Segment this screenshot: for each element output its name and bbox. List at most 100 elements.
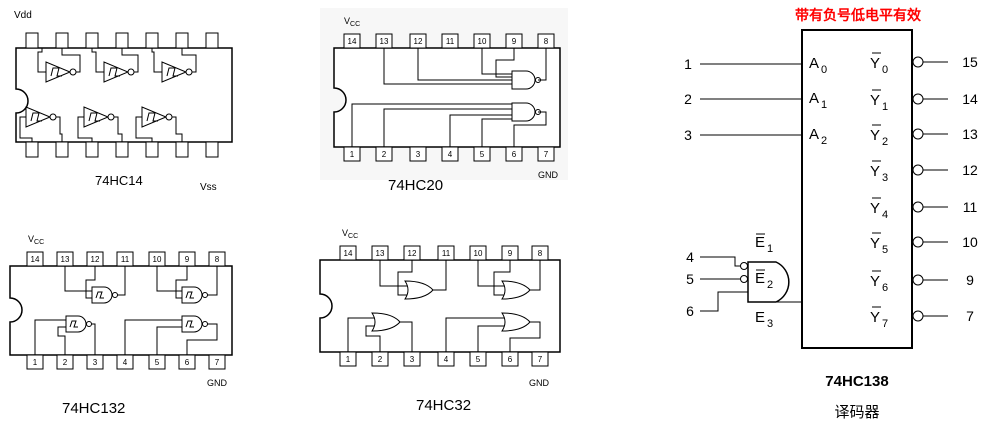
pin-box <box>145 32 159 49</box>
output-pin-number: 15 <box>962 54 978 70</box>
wire <box>477 260 504 287</box>
chip-74hc14: Vdd Vss 74HC14 <box>14 10 233 193</box>
input-label-main: A <box>809 90 819 107</box>
output-pin-number: 13 <box>962 126 978 142</box>
wire <box>85 266 96 299</box>
pin-number: 4 <box>123 358 128 367</box>
wire-output <box>61 48 81 73</box>
vcc-label: VCC <box>344 16 360 28</box>
pin-number: 11 <box>442 249 451 258</box>
output-pin-number: 10 <box>962 234 978 250</box>
input-label-main: A <box>809 126 819 143</box>
enable-label-sub: 2 <box>767 279 773 291</box>
inverter-bubble <box>69 68 77 76</box>
wire <box>493 260 511 296</box>
wire <box>351 103 512 147</box>
pin-number: 7 <box>215 358 220 367</box>
wire-input <box>77 116 93 142</box>
pin-number: 1 <box>33 358 38 367</box>
pin-box <box>25 32 39 49</box>
wire <box>57 326 66 355</box>
wire <box>365 325 381 352</box>
output-label-main: Y <box>870 235 880 252</box>
pin-number: 12 <box>91 255 100 264</box>
inverter-bubble <box>127 68 135 76</box>
pin-number: 10 <box>153 255 162 264</box>
nand-body <box>181 286 203 304</box>
gnd-label: GND <box>538 170 559 180</box>
hysteresis-symbol <box>185 320 194 328</box>
input-label-sub: 0 <box>821 64 827 76</box>
output-bubble <box>912 93 924 105</box>
wire-input <box>37 48 46 73</box>
output-pin-number: 14 <box>962 91 978 107</box>
wire <box>481 118 512 147</box>
pin-number: 14 <box>348 37 357 46</box>
nand-bubble <box>202 292 208 298</box>
pin-number: 3 <box>416 150 421 159</box>
wire <box>124 319 182 355</box>
chip-name-74hc20: 74HC20 <box>388 177 443 194</box>
or-body <box>501 312 531 332</box>
wire <box>400 321 413 352</box>
output-label-main: Y <box>870 163 880 180</box>
output-label-sub: 2 <box>882 136 888 148</box>
vcc-label: VCC <box>28 234 44 246</box>
wire <box>445 317 504 352</box>
active-low-caption: 带有负号低电平有效 <box>795 7 922 23</box>
pin-number: 6 <box>185 358 190 367</box>
pin-number: 1 <box>350 150 355 159</box>
input-label-sub: 1 <box>821 99 827 111</box>
chip-body-74hc132 <box>9 265 233 356</box>
wire <box>433 260 447 291</box>
output-label-sub: 4 <box>882 209 888 221</box>
wire <box>530 260 541 291</box>
enable-label-sub: 1 <box>767 243 773 255</box>
enable-pin-number: 4 <box>686 249 694 265</box>
output-bubble <box>912 236 924 248</box>
pin-box <box>531 351 549 367</box>
decoder-subtitle: 译码器 <box>834 404 879 421</box>
pin-number: 6 <box>512 150 517 159</box>
enable-label-sub: 3 <box>767 318 773 330</box>
output-pin-number: 12 <box>962 162 978 178</box>
pin-box <box>55 141 69 158</box>
output-label-main: Y <box>870 273 880 290</box>
pin-number: 10 <box>474 249 483 258</box>
pin-number: 9 <box>512 37 517 46</box>
nand-body <box>181 315 203 333</box>
enable-bubble <box>740 275 748 283</box>
hysteresis-symbol <box>146 112 158 122</box>
pin-number: 8 <box>538 249 543 258</box>
wire-output <box>181 48 197 73</box>
pin-box <box>85 141 99 158</box>
pin-number: 4 <box>448 150 453 159</box>
wire <box>397 260 413 296</box>
pin-number: 12 <box>414 37 423 46</box>
enable-pin-number: 6 <box>686 303 694 319</box>
pin-number: 11 <box>121 255 130 264</box>
pin-number: 3 <box>93 358 98 367</box>
nand-bubble <box>202 321 208 327</box>
pin-number: 12 <box>408 249 417 258</box>
decoder-body <box>801 29 913 349</box>
wire <box>175 266 188 299</box>
output-bubble <box>912 274 924 286</box>
enable-label-main: E <box>755 270 765 287</box>
pin-number: 2 <box>378 355 383 364</box>
inverter-bubble <box>165 113 173 121</box>
bottom-pins-74hc14 <box>25 141 219 158</box>
enable-wire <box>700 256 742 267</box>
